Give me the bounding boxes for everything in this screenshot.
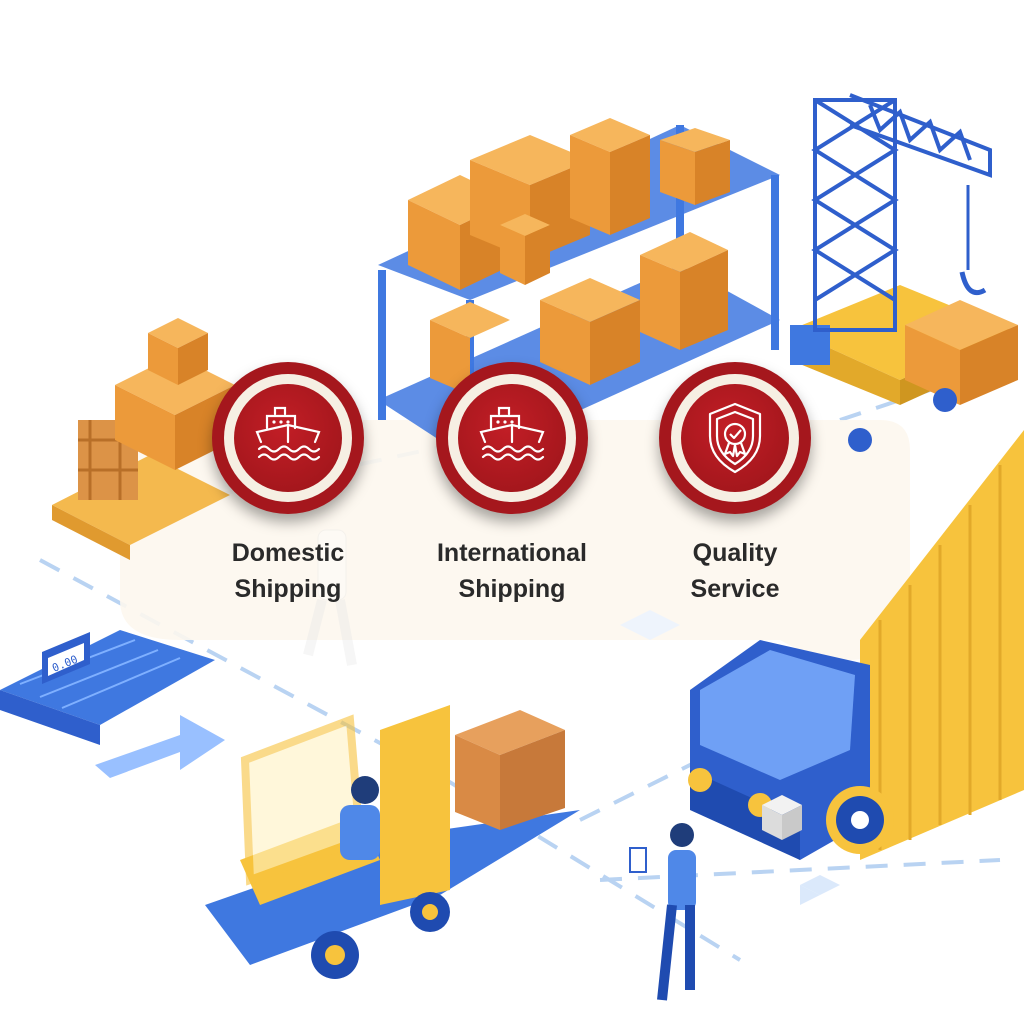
international-shipping-badge xyxy=(436,362,588,514)
ground-arrow xyxy=(95,715,225,778)
international-shipping-line2: Shipping xyxy=(458,575,566,603)
quality-shield-icon xyxy=(708,402,762,474)
forklift xyxy=(205,705,580,979)
ground-decorations xyxy=(620,610,840,905)
truck xyxy=(688,430,1024,860)
weighing-scale xyxy=(0,630,215,745)
ship-icon xyxy=(479,406,545,461)
crane xyxy=(790,93,1018,452)
international-shipping-label: International Shipping xyxy=(392,535,632,607)
left-pallet-boxes xyxy=(52,318,235,560)
domestic-shipping-badge xyxy=(212,362,364,514)
international-shipping-line1: International xyxy=(436,539,587,567)
domestic-shipping-label: Domestic Shipping xyxy=(168,535,408,607)
worker-standing xyxy=(303,529,357,666)
domestic-shipping-line1: Domestic xyxy=(231,539,345,567)
quality-service-label: Quality Service xyxy=(615,535,855,607)
quality-service-line2: Service xyxy=(690,575,780,603)
ship-icon xyxy=(255,406,321,461)
domestic-shipping-line2: Shipping xyxy=(234,575,342,603)
quality-service-badge xyxy=(659,362,811,514)
shelf-boxes xyxy=(408,118,730,395)
quality-service-line1: Quality xyxy=(692,539,778,567)
worker-with-tablet xyxy=(629,823,696,1001)
